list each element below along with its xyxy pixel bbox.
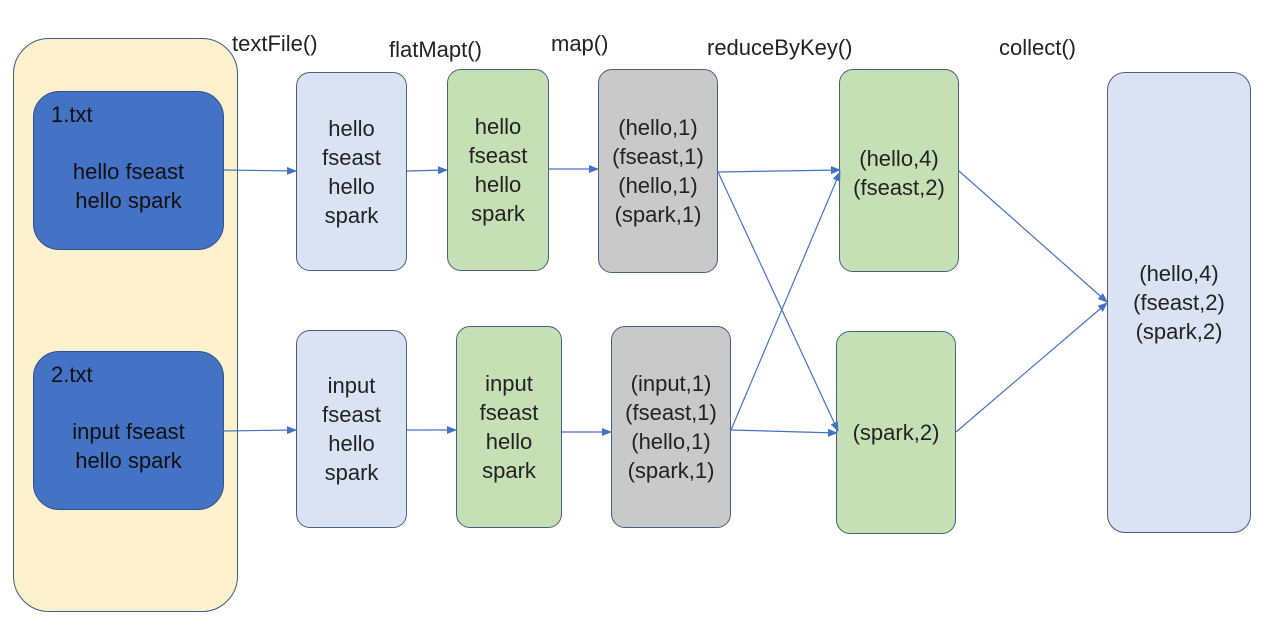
reduce-partition-1: (hello,4) (fseast,2) <box>839 69 959 272</box>
map-partition-1: (hello,1) (fseast,1) (hello,1) (spark,1) <box>598 69 718 273</box>
file-name-1: 1.txt <box>51 102 93 127</box>
arrow-file1-to-textfile <box>223 166 297 175</box>
rdd-item: (input,1) <box>630 371 712 396</box>
rdd-item: (spark,1) <box>614 202 702 227</box>
arrow-reduce2-to-collect <box>955 302 1108 433</box>
rdd-item: (hello,1) <box>618 173 698 198</box>
textfile-partition-1: hello fseast hello spark <box>296 72 407 271</box>
arrow-file2-to-textfile <box>221 426 297 435</box>
rdd-item: (fseast,1) <box>612 144 704 169</box>
rdd-item: spark <box>471 201 525 226</box>
arrow-map2-to-reduce1 <box>730 171 841 431</box>
arrow-textfile-to-flatmap-1 <box>406 166 448 175</box>
rdd-item: fseast <box>479 400 539 425</box>
rdd-item: (hello,1) <box>631 429 711 454</box>
file-line: hello fseast <box>72 158 185 184</box>
rdd-item: fseast <box>322 144 381 170</box>
file-name-2: 2.txt <box>51 362 93 387</box>
map-partition-2: (input,1) (fseast,1) (hello,1) (spark,1) <box>611 326 731 528</box>
rdd-item: (fseast,2) <box>853 175 945 200</box>
rdd-item: (spark,1) <box>627 458 715 483</box>
rdd-item: (hello,1) <box>618 115 698 140</box>
op-label-textfile: textFile() <box>232 31 318 56</box>
rdd-item: spark <box>324 460 379 485</box>
op-label-collect: collect() <box>999 35 1077 60</box>
rdd-item: spark <box>324 202 379 228</box>
result-item: (fseast,2) <box>1133 290 1225 315</box>
rdd-item: fseast <box>468 143 528 168</box>
op-label-map: map() <box>551 31 609 56</box>
rdd-item: hello <box>474 172 522 197</box>
file-box-1: 1.txt hello fseast hello spark <box>33 91 224 250</box>
flatmap-partition-2: input fseast hello spark <box>456 326 562 528</box>
rdd-item: hello <box>474 114 522 139</box>
op-label-flatmap: flatMapt() <box>389 37 482 62</box>
arrow-map1-to-reduce2 <box>717 171 839 432</box>
arrow-reduce1-to-collect <box>958 170 1108 303</box>
file-line: input fseast <box>72 418 185 444</box>
arrow-map1-to-reduce1 <box>717 166 841 175</box>
textfile-partition-2: input fseast hello spark <box>296 330 407 528</box>
arrow-map2-to-reduce2 <box>730 428 838 437</box>
file-line: hello spark <box>75 447 182 473</box>
flatmap-partition-1: hello fseast hello spark <box>447 69 549 271</box>
rdd-item: hello <box>485 429 533 454</box>
rdd-item: hello <box>328 173 375 199</box>
rdd-item: (fseast,1) <box>625 400 717 425</box>
file-box-2: 2.txt input fseast hello spark <box>33 351 224 510</box>
rdd-item: (hello,4) <box>859 146 939 171</box>
rdd-item: input <box>327 373 376 398</box>
collect-result-box: (hello,4) (fseast,2) (spark,2) <box>1107 72 1251 533</box>
result-item: (hello,4) <box>1139 261 1219 286</box>
rdd-item: (spark,2) <box>852 420 940 445</box>
result-item: (spark,2) <box>1135 319 1223 344</box>
rdd-item: hello <box>328 431 375 456</box>
op-label-reducebykey: reduceByKey() <box>707 35 853 60</box>
rdd-item: spark <box>482 458 536 483</box>
rdd-item: hello <box>328 115 375 141</box>
rdd-item: fseast <box>322 402 381 427</box>
file-line: hello spark <box>75 187 182 213</box>
rdd-item: input <box>485 371 533 396</box>
